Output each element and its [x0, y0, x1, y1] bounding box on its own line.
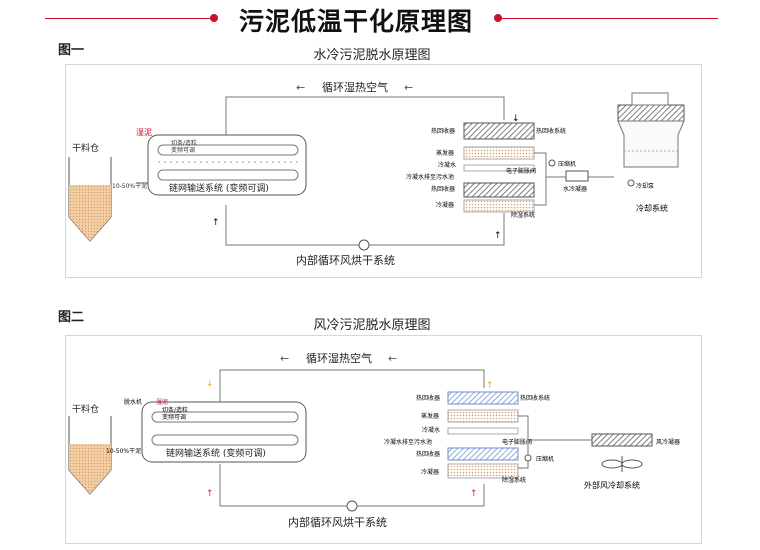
- page-header: 污泥低温干化原理图: [0, 0, 760, 38]
- unit-label-4: 热回收器: [416, 450, 440, 458]
- cooling-system-label: 外部风冷却系统: [584, 480, 640, 490]
- hopper-label: 干料仓: [72, 142, 99, 154]
- belt-dryer: [147, 134, 307, 196]
- unit-label-3: 冷凝水排至污水池: [406, 173, 454, 181]
- circulation-fan-icon: [346, 500, 358, 512]
- cooling-pump: [627, 179, 635, 187]
- wet-sludge-label: 湿泥: [156, 398, 168, 406]
- top-loop-arrow-right: ←: [404, 81, 413, 94]
- dry-material-hopper: [68, 157, 112, 242]
- compressor-label: 压缩机: [536, 455, 554, 463]
- header-dot-left: [210, 14, 218, 22]
- figure-2-panel: 循环湿热空气 ← ← 干料仓 脱水机 湿泥 切条/造粒 变频可调 链网输送系统 …: [65, 335, 702, 544]
- top-loop-arrow-left: ←: [296, 81, 305, 94]
- flow-arrow-2: ↑: [494, 231, 502, 241]
- belt-label: 链网输送系统 (变频可调): [169, 182, 269, 194]
- unit-right-1: 电子膨胀阀: [506, 167, 536, 175]
- cooling-system-label: 冷却系统: [636, 203, 668, 213]
- unit-stack: [463, 122, 535, 213]
- unit-stack: [447, 391, 519, 479]
- compressor-label: 压缩机: [558, 160, 576, 168]
- unit-label-2: 冷凝水: [422, 426, 440, 434]
- figure-2-diagram: 循环湿热空气 ← ← 干料仓 脱水机 湿泥 切条/造粒 变频可调 链网输送系统 …: [68, 351, 680, 529]
- moisture-label: 10-50%干泥: [112, 182, 147, 190]
- unit-label-5: 冷凝器: [436, 201, 454, 209]
- air-condenser-label: 风冷凝器: [656, 438, 680, 446]
- water-condenser: [565, 170, 589, 182]
- belt-dryer: [141, 401, 307, 463]
- bottom-loop-label: 内部循环风烘干系统: [288, 515, 387, 529]
- vfd-label: 变频可调: [171, 146, 195, 154]
- flow-arrow-red-2: ↑: [470, 489, 478, 499]
- figure-2-label: 图二: [58, 310, 85, 325]
- refrigerant-piping: [534, 152, 614, 206]
- cooling-tower: [617, 92, 685, 168]
- unit-right-2: 除湿系统: [511, 211, 535, 219]
- unit-label-1: 蒸发器: [421, 412, 439, 420]
- moisture-label: 10-50%干泥: [106, 447, 141, 455]
- dewater-label: 脱水机: [124, 398, 142, 406]
- top-loop-label: 循环湿热空气: [322, 80, 388, 94]
- unit-label-5: 冷凝器: [421, 468, 439, 476]
- cut-strip-label: 切条/造粒: [171, 139, 197, 147]
- refrigerant-piping: [518, 415, 592, 469]
- bottom-loop-label: 内部循环风烘干系统: [296, 253, 395, 267]
- wet-sludge-label: 湿泥: [136, 128, 152, 137]
- flow-arrow-yellow-2: ↑: [486, 381, 494, 391]
- figure-2-title: 风冷污泥脱水原理图: [313, 318, 431, 333]
- flow-arrow-red-1: ↑: [206, 489, 214, 499]
- unit-label-3: 冷凝水排至污水池: [384, 438, 432, 446]
- top-loop-label: 循环湿热空气: [306, 351, 372, 365]
- unit-right-2: 除湿系统: [502, 476, 526, 484]
- unit-right-0: 热回收系统: [520, 394, 550, 402]
- figure-1-panel: 循环湿热空气 ← ← 干料仓 湿泥 切条/造粒 变频可调 链网输送系统 (变频可…: [65, 64, 702, 278]
- vfd-label: 变频可调: [162, 413, 186, 421]
- flow-arrow-yellow-1: ↓: [206, 379, 214, 389]
- unit-right-0: 热回收系统: [536, 127, 566, 135]
- hopper-label: 干料仓: [72, 403, 99, 415]
- circulation-fan-icon: [358, 239, 370, 251]
- flow-arrow-3: ↓: [512, 114, 520, 124]
- figure-1-diagram: 循环湿热空气 ← ← 干料仓 湿泥 切条/造粒 变频可调 链网输送系统 (变频可…: [68, 80, 685, 267]
- unit-label-2: 冷凝水: [438, 161, 456, 169]
- dry-material-hopper: [68, 416, 112, 495]
- pump-label: 冷却泵: [636, 182, 654, 190]
- unit-label-0: 热回收器: [431, 127, 455, 135]
- top-loop-arrow-right: ←: [388, 352, 397, 365]
- header-rule-left: [45, 18, 211, 19]
- unit-label-1: 蒸发器: [436, 149, 454, 157]
- air-condenser: [591, 433, 653, 447]
- unit-right-1: 电子膨胀阀: [502, 438, 532, 446]
- top-loop-arrow-left: ←: [280, 352, 289, 365]
- figure-1-label: 图一: [58, 43, 85, 58]
- header-rule-right: [498, 18, 718, 19]
- unit-label-0: 热回收器: [416, 394, 440, 402]
- cooling-fan-icon: [601, 456, 643, 472]
- flow-arrow-1: ↑: [212, 218, 220, 228]
- cut-strip-label: 切条/造粒: [162, 406, 188, 414]
- page-title: 污泥低温干化原理图: [238, 7, 473, 36]
- water-condenser-label: 水冷凝器: [563, 185, 587, 193]
- figure-1-title: 水冷污泥脱水原理图: [313, 48, 431, 63]
- unit-label-4: 热回收器: [431, 185, 455, 193]
- belt-label: 链网输送系统 (变频可调): [166, 447, 266, 459]
